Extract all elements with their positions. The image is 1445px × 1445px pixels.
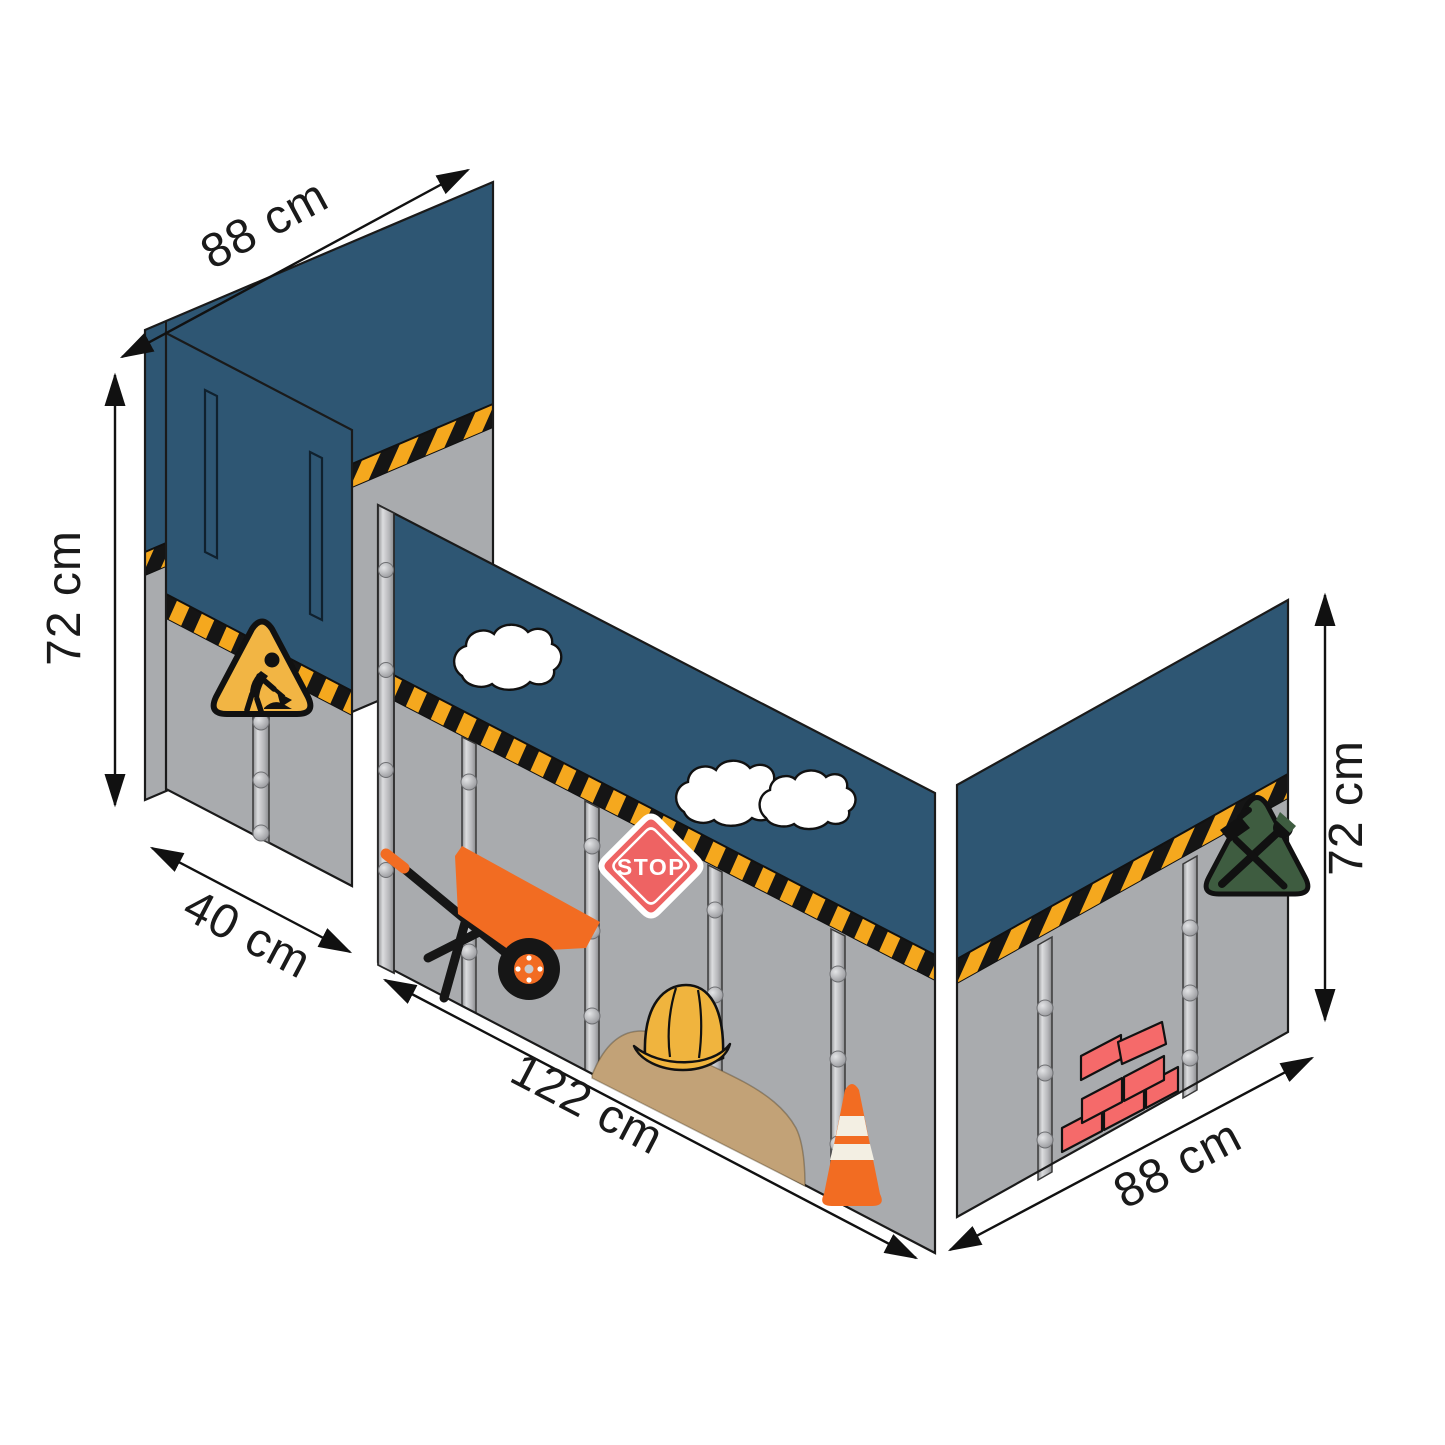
right-panel — [955, 598, 1311, 1219]
dimension-arrow — [119, 168, 471, 359]
canopy-slit — [203, 388, 219, 560]
dim-left-height: 72 cm — [38, 530, 91, 666]
stop-sign-label: STOP — [617, 854, 685, 880]
rivet — [378, 862, 394, 878]
rivet — [378, 762, 394, 778]
dim-right-height: 72 cm — [1320, 740, 1373, 876]
wheelbarrow-tub — [455, 846, 600, 952]
cloud-icon — [758, 769, 857, 831]
dim-front-left-width: 40 cm — [175, 879, 320, 989]
wheelbarrow-grip — [380, 848, 410, 874]
rivet-strip — [1181, 854, 1199, 1100]
rivet — [252, 771, 270, 789]
roadworks-sign-icon — [210, 618, 314, 717]
front-panel-canopy — [378, 505, 935, 955]
cloud-icon — [453, 623, 563, 691]
dimension-arrow — [947, 1056, 1315, 1252]
tools-sign-icon — [1203, 795, 1311, 897]
stop-sign-icon: STOP — [598, 813, 704, 919]
rivet — [378, 662, 394, 678]
left-front-panel — [164, 331, 354, 888]
dimension-arrow — [149, 846, 353, 954]
front-panel-hem-strip — [377, 503, 395, 975]
canopy-slit — [308, 450, 324, 622]
dimension-arrow — [382, 978, 919, 1260]
left-front-panel-canopy — [166, 333, 352, 691]
dim-right-width: 88 cm — [1105, 1109, 1250, 1219]
right-panel-canopy — [957, 600, 1288, 959]
rivet — [378, 562, 394, 578]
rivet-strip — [1036, 935, 1054, 1182]
rivet — [252, 824, 270, 842]
